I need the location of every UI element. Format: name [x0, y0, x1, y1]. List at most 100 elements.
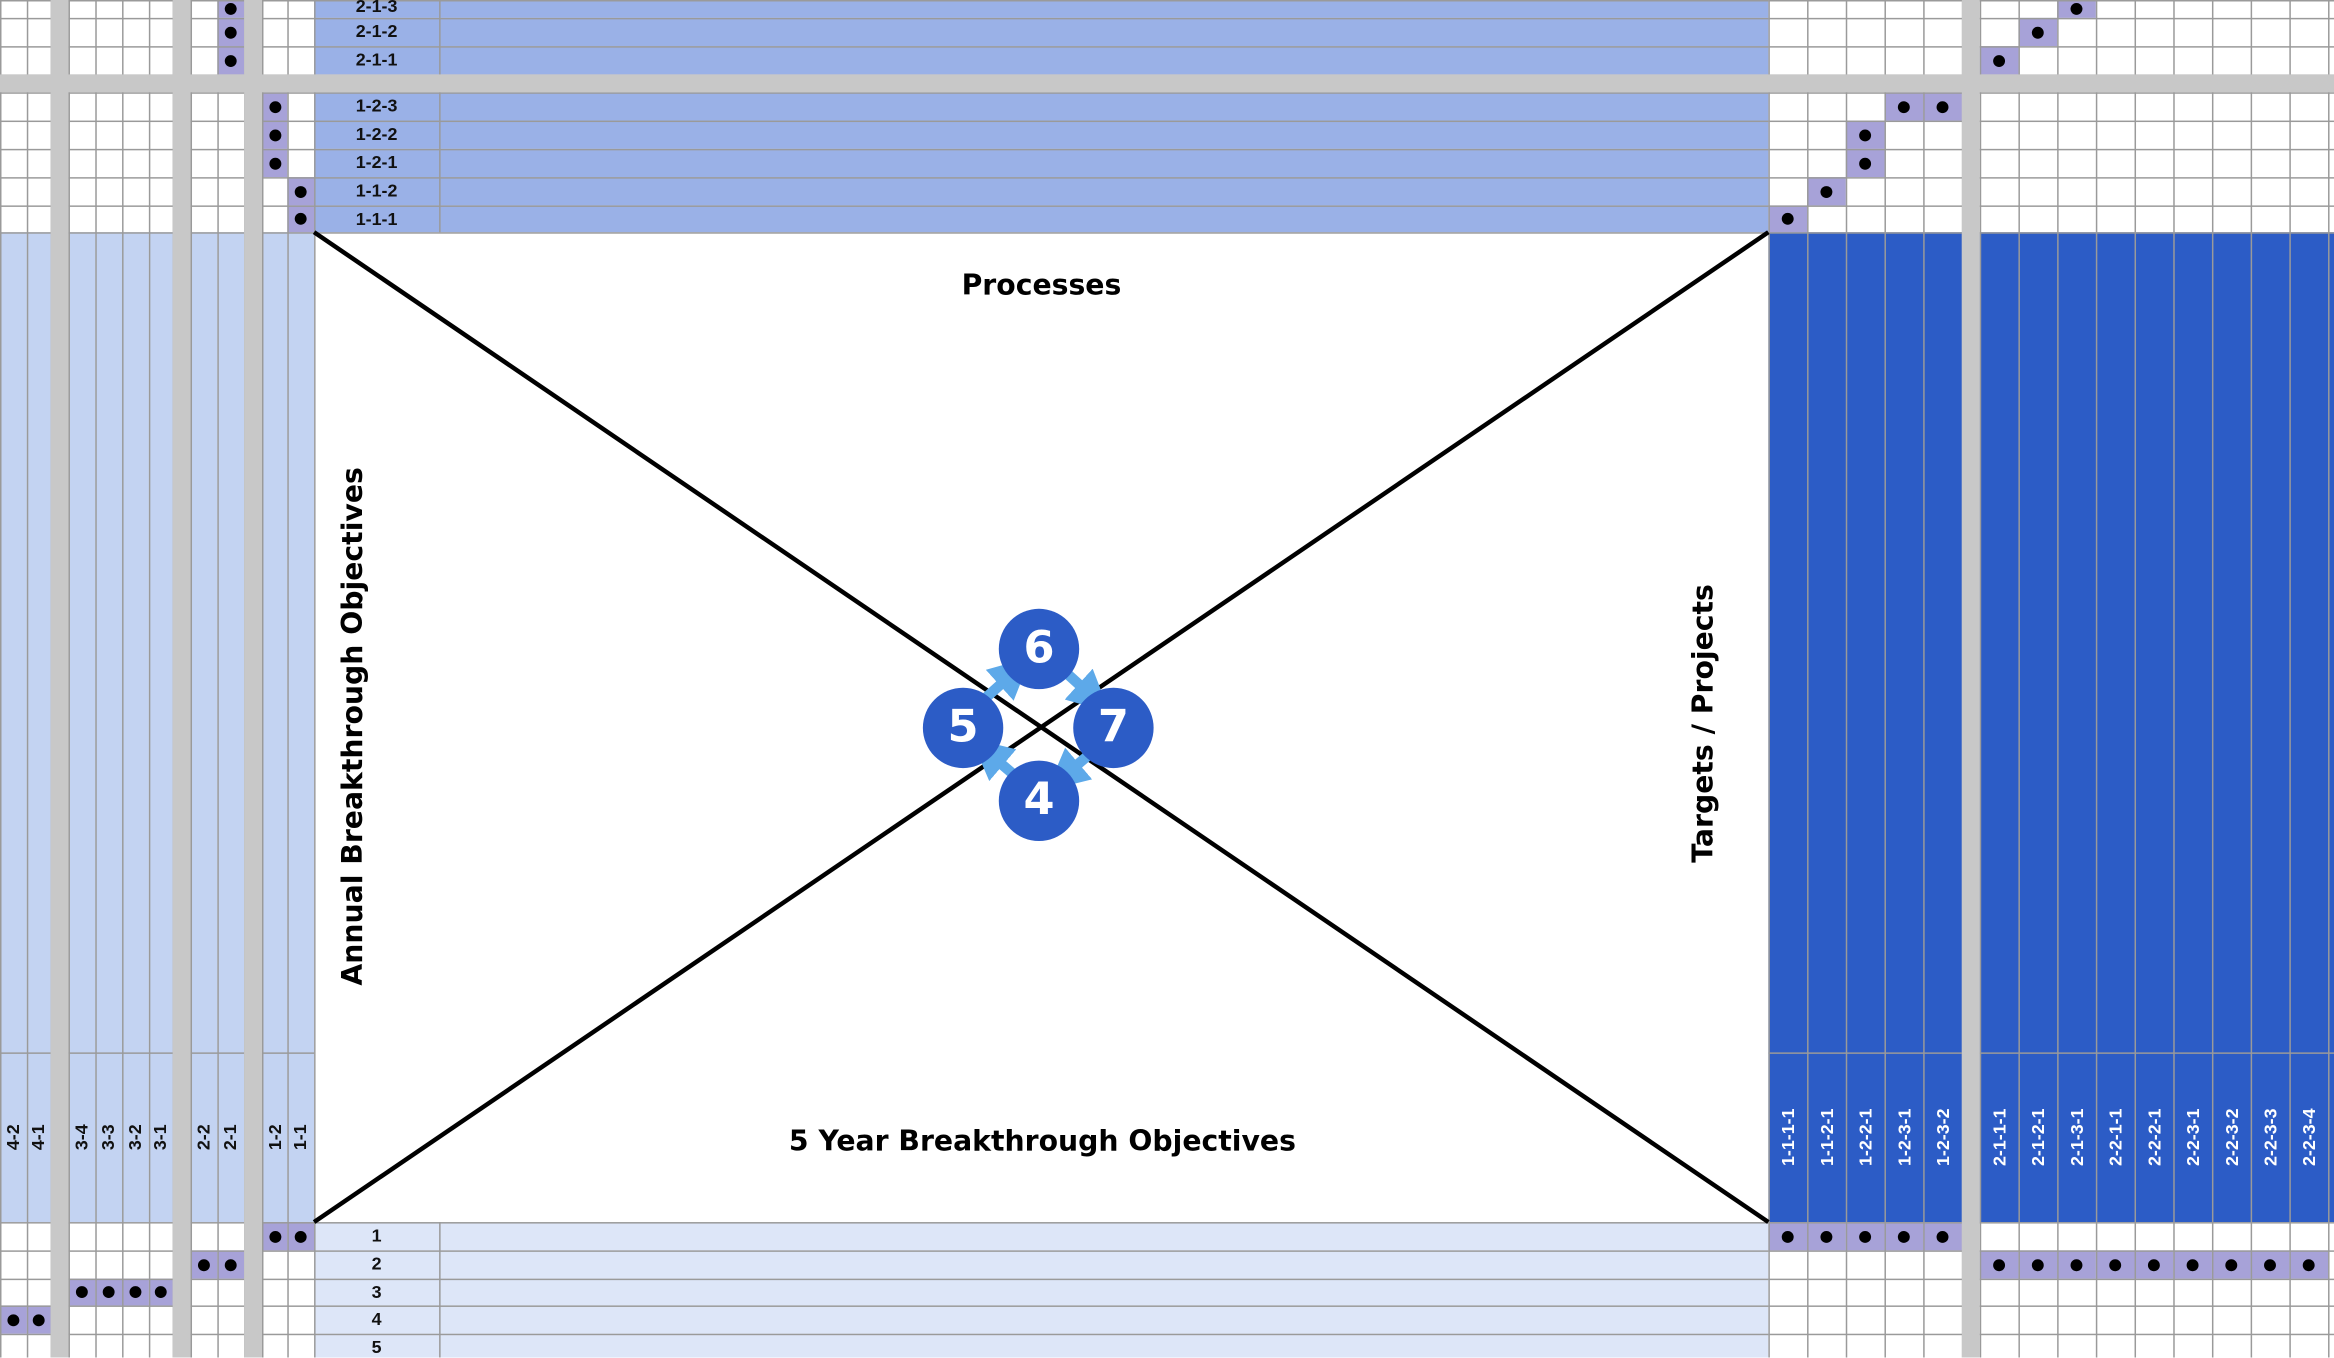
relationship-dot-icon [2070, 2, 2083, 15]
relationship-dot-icon [102, 1286, 115, 1298]
grid-line-vertical [439, 1222, 441, 1358]
grid-line-vertical [439, 0, 441, 233]
relationship-dot-icon [1859, 1230, 1872, 1243]
grid-line-vertical [1807, 0, 1809, 1358]
grid-line-horizontal [314, 205, 1769, 207]
objective-row-band [314, 1222, 1769, 1251]
process-row-label: 1-2-2 [355, 123, 398, 145]
process-row-label: 2-1-2 [355, 20, 398, 42]
relationship-dot-icon [2225, 1258, 2238, 1271]
relationship-dot-icon [1936, 1230, 1949, 1243]
grid-line-horizontal [314, 1305, 1769, 1307]
grid-line-vertical [2211, 0, 2214, 1358]
grid-line-horizontal [0, 1305, 315, 1307]
grid-line-horizontal [0, 177, 315, 179]
grid-line-vertical [1845, 0, 1848, 1358]
process-row-label: 1-1-2 [355, 180, 398, 201]
relationship-dot-icon [197, 1258, 210, 1271]
grid-line-horizontal [0, 1222, 315, 1224]
grid-line-horizontal [1768, 120, 2334, 123]
relationship-dot-icon [294, 1230, 307, 1243]
grid-line-horizontal [1768, 205, 2334, 207]
annual-column-band [217, 232, 245, 1223]
grid-line-vertical [314, 0, 316, 1358]
process-row-band [314, 46, 1769, 75]
target-column-band [1768, 232, 1962, 1223]
process-row-label: 1-1-1 [355, 208, 398, 230]
grid-line-horizontal [314, 232, 1769, 234]
grid-line-horizontal [1768, 46, 2334, 48]
grid-line-horizontal [0, 148, 315, 151]
process-row-label: 2-1-3 [355, 0, 398, 17]
separator-column [172, 0, 191, 1358]
process-row-label: 1-2-1 [355, 151, 398, 173]
objective-row-label: 5 [371, 1336, 382, 1358]
process-row-band [314, 17, 1769, 47]
objective-row-label: 3 [371, 1281, 382, 1303]
grid-line-horizontal [1768, 1052, 2334, 1054]
grid-line-horizontal [0, 92, 315, 94]
relationship-dot-icon [1936, 100, 1949, 113]
objective-row-label: 2 [371, 1253, 382, 1275]
relationship-dot-icon [224, 54, 237, 67]
grid-line-vertical [0, 0, 2, 1358]
objective-row-band [314, 1278, 1769, 1306]
relationship-dot-icon [1897, 1230, 1910, 1243]
relationship-dot-icon [1993, 1258, 2006, 1271]
grid-line-horizontal [0, 205, 315, 207]
process-row-band [314, 148, 1769, 178]
grid-line-horizontal [1768, 1250, 2334, 1252]
relationship-dot-icon [1820, 1230, 1833, 1243]
grid-line-vertical [26, 0, 29, 1358]
relationship-dot-icon [294, 185, 307, 198]
grid-line-horizontal [1768, 17, 2334, 20]
relationship-dot-icon [154, 1286, 167, 1298]
relationship-dot-icon [294, 212, 307, 225]
grid-line-horizontal [314, 1333, 1769, 1336]
grid-line-horizontal [0, 1250, 315, 1252]
grid-line-vertical [2328, 0, 2330, 1358]
grid-line-horizontal [0, 120, 315, 123]
grid-line-horizontal [0, 1052, 315, 1054]
grid-line-vertical [2250, 0, 2253, 1358]
relationship-dot-icon [2031, 1258, 2044, 1271]
process-row-band [314, 177, 1769, 206]
processes-title: Processes [961, 269, 1122, 303]
grid-line-horizontal [314, 148, 1769, 151]
five-year-objectives-title: 5 Year Breakthrough Objectives [788, 1125, 1296, 1159]
grid-line-horizontal [1768, 1278, 2334, 1281]
relationship-dot-icon [1859, 128, 1872, 141]
grid-line-vertical [2289, 0, 2291, 1358]
separator-column [1961, 0, 1980, 1358]
grid-line-vertical [95, 0, 97, 1358]
grid-line-horizontal [314, 46, 1769, 48]
cycle-circle-5: 5 [922, 687, 1004, 769]
relationship-dot-icon [268, 1230, 281, 1243]
relationship-dot-icon [2264, 1258, 2276, 1271]
grid-line-horizontal [314, 177, 1769, 179]
project-column-band [1979, 232, 2334, 1223]
separator-column [50, 0, 69, 1358]
grid-line-vertical [2095, 0, 2098, 1358]
annual-column-band [261, 232, 288, 1223]
grid-line-vertical [68, 0, 70, 1358]
process-row-label: 2-1-1 [355, 49, 398, 70]
annual-column-band [95, 232, 123, 1223]
relationship-dot-icon [2070, 1258, 2083, 1271]
separator-column [244, 0, 262, 1358]
grid-line-horizontal [1768, 0, 2334, 2]
grid-line-vertical [217, 0, 219, 1358]
relationship-dot-icon [2302, 1258, 2315, 1271]
grid-line-vertical [287, 0, 289, 1358]
grid-line-horizontal [314, 1250, 1769, 1252]
relationship-dot-icon [1993, 54, 2006, 67]
grid-line-horizontal [0, 232, 315, 234]
diagonal-line-up [312, 230, 1770, 1224]
grid-line-vertical [1979, 0, 1982, 1358]
grid-line-vertical [261, 0, 264, 1358]
annual-column-band [287, 232, 315, 1223]
